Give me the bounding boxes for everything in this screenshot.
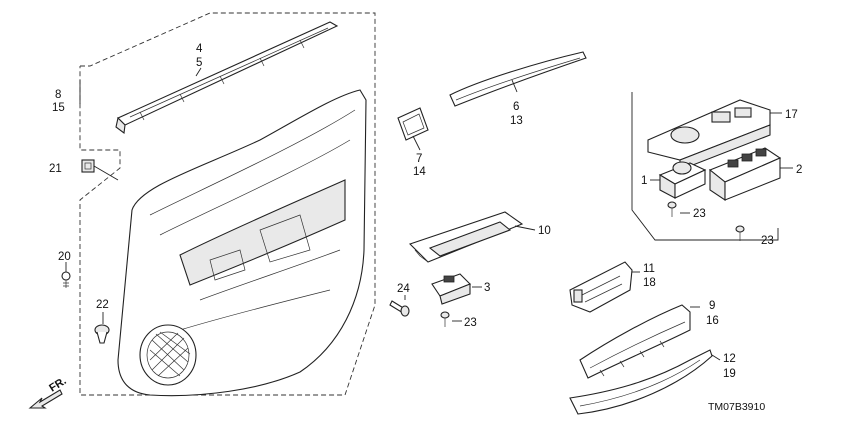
callout-4: 4 <box>196 43 203 55</box>
front-marker-label: FR. <box>47 375 68 395</box>
callout-20: 20 <box>58 251 71 263</box>
callout-23-a: 23 <box>464 317 477 329</box>
callout-12: 12 <box>723 353 736 365</box>
callout-23-b: 23 <box>693 208 706 220</box>
callout-1: 1 <box>641 175 647 187</box>
cap-7 <box>397 107 429 141</box>
screw-23-c <box>735 225 745 241</box>
front-direction-arrow <box>28 389 63 409</box>
switch-assembly-outline <box>631 92 779 241</box>
callout-19: 19 <box>723 368 736 380</box>
callout-8: 8 <box>55 89 61 101</box>
screw-23-a <box>440 311 450 327</box>
clip-20 <box>61 271 71 288</box>
switch-panel-10 <box>408 211 524 263</box>
callout-3: 3 <box>484 282 490 294</box>
callout-16: 16 <box>706 315 719 327</box>
leader-lines <box>65 67 793 361</box>
master-switch-2 <box>708 147 782 202</box>
callout-18: 18 <box>643 277 656 289</box>
callout-9: 9 <box>709 300 715 312</box>
door-molding-strip <box>115 21 339 135</box>
callout-24: 24 <box>397 283 410 295</box>
fastener-22 <box>94 324 110 344</box>
garnish-strip-6 <box>449 51 587 107</box>
callout-5: 5 <box>196 57 202 69</box>
callout-17: 17 <box>785 109 798 121</box>
callout-11: 11 <box>643 263 655 275</box>
callout-21: 21 <box>49 163 62 175</box>
clip-21 <box>81 159 119 181</box>
callout-14: 14 <box>413 166 426 178</box>
switch-1 <box>658 161 707 199</box>
bracket-11 <box>569 261 633 313</box>
callout-23-c: 23 <box>761 235 774 247</box>
callout-10: 10 <box>538 225 551 237</box>
callout-2: 2 <box>796 164 802 176</box>
switch-bezel-17 <box>647 99 771 171</box>
door-lining-panel <box>117 89 367 397</box>
screw-23-b <box>667 201 677 217</box>
armrest-cover-9 <box>579 304 691 379</box>
screw-24 <box>389 300 410 317</box>
callout-13: 13 <box>510 115 523 127</box>
callout-22: 22 <box>96 299 109 311</box>
door-assembly-outline <box>79 12 376 396</box>
callout-6: 6 <box>513 101 519 113</box>
callout-7: 7 <box>416 153 422 165</box>
diagram-code: TM07B3910 <box>708 401 765 413</box>
armrest-trim-12 <box>569 349 713 415</box>
callout-15: 15 <box>52 102 65 114</box>
switch-3 <box>431 273 471 305</box>
